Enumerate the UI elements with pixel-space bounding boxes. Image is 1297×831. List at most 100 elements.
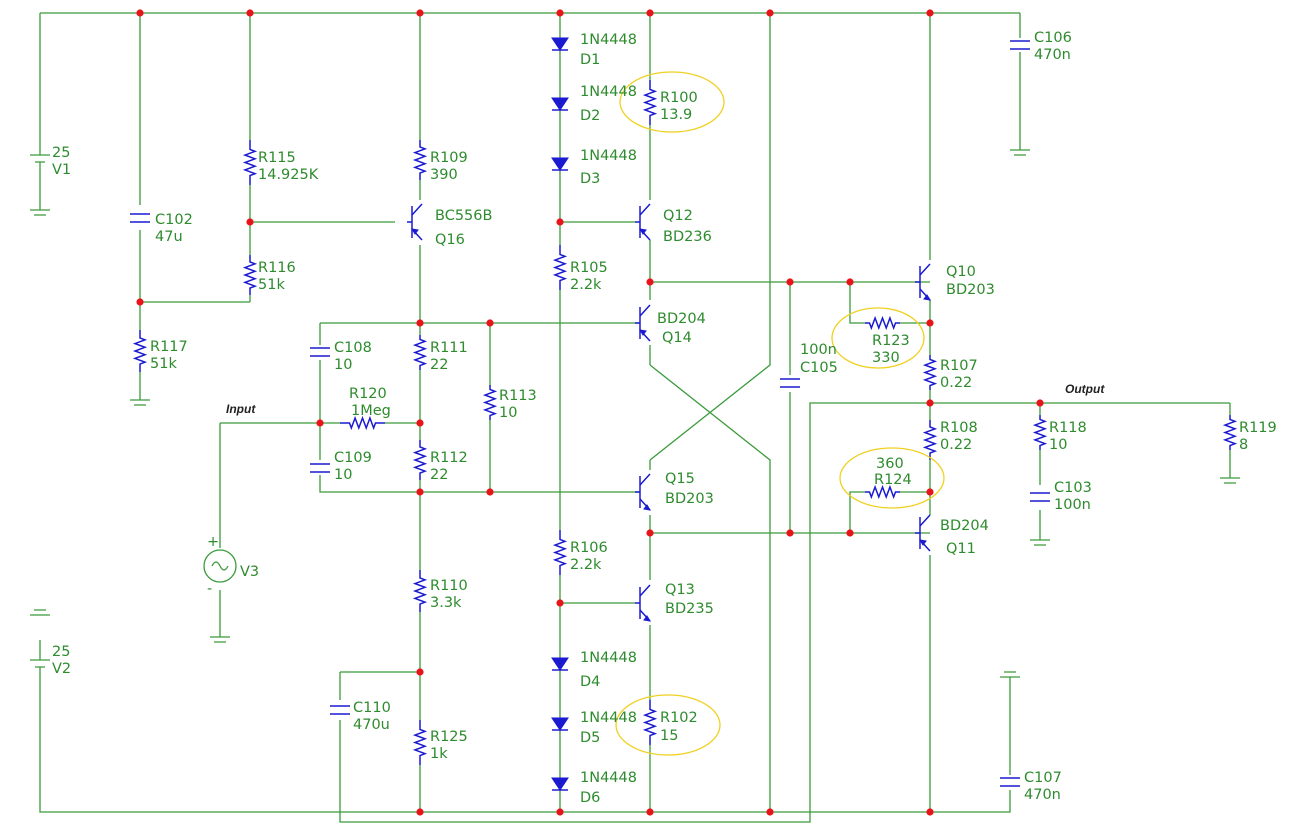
transistors [407,203,931,622]
c103-ref: C103 [1054,480,1092,496]
junction-dot [246,218,254,226]
c109-capacitor [310,463,330,473]
d6-diode [551,777,569,791]
r110-value: 3.3k [430,595,462,611]
r123-ref: R123 [872,333,910,349]
junction-dot [766,808,774,816]
d2-diode [551,97,569,111]
r108-ref: R108 [940,420,978,436]
v1-ref: V1 [52,162,71,178]
c106-value: 470n [1034,47,1071,63]
cross-wire-a [649,364,771,812]
junction-dot [786,529,794,537]
c105-capacitor [780,378,800,388]
r107-resistor [922,355,938,390]
r105-ref: R105 [570,260,608,276]
q11-value: BD204 [940,518,989,534]
r116-value: 51k [258,277,285,293]
junction-dot [646,808,654,816]
r125-ref: R125 [430,729,468,745]
v3-ref: V3 [240,564,259,580]
r123-wire [849,282,930,324]
r115-ref: R115 [258,150,296,166]
junction-dot [926,319,934,327]
r117-value: 51k [150,356,177,372]
d5-ref: D5 [580,730,600,746]
c102-value: 47u [155,229,183,245]
c110-value: 470u [353,717,390,733]
labels: 25 V1 25 V2 V3 + - C102 47u R115 14.925K… [52,30,1277,806]
r116-resistor [242,255,258,295]
junction-dot [416,319,424,327]
r115-value: 14.925K [258,167,319,183]
r123-value: 330 [872,350,900,366]
d1-value: 1N4448 [580,32,637,48]
c108-value: 10 [334,357,352,373]
r110-ref: R110 [430,578,468,594]
c108-capacitor [310,347,330,357]
r112-resistor [412,440,428,480]
c108-ref: C108 [334,340,372,356]
sources [30,130,237,690]
q16-value: BC556B [435,208,492,224]
r112-ref: R112 [430,450,468,466]
q15-transistor [635,473,651,511]
r120-ref: R120 [349,386,387,402]
c110-capacitor [330,705,350,715]
r111-ref: R111 [430,340,468,356]
d3-value: 1N4448 [580,148,637,164]
r118-ref: R118 [1049,420,1087,436]
junction-dot [416,9,424,17]
q10-ref: Q10 [946,264,976,280]
r100-value: 13.9 [660,107,692,123]
d3-ref: D3 [580,171,600,187]
v3-ground-symbol [210,636,230,643]
c105-ref: C105 [800,360,838,376]
v2-symbol [30,659,50,668]
q12-ref: Q12 [663,208,693,224]
r123-resistor [865,315,900,331]
r110-resistor [412,570,428,612]
v1-symbol [30,154,50,163]
r111-value: 22 [430,357,448,373]
d4-diode [551,657,569,671]
d4-value: 1N4448 [580,650,637,666]
junction-dot [556,808,564,816]
d1-ref: D1 [580,52,600,68]
junction-dot [416,419,424,427]
r113-value: 10 [499,405,517,421]
q10-transistor [915,263,931,301]
junction-dot [486,319,494,327]
junction-dot [556,599,564,607]
q10-value: BD203 [946,282,995,298]
c103-ground-symbol [1030,539,1050,546]
junction-dot [926,808,934,816]
c106-ref: C106 [1034,30,1072,46]
r112-value: 22 [430,467,448,483]
q11-transistor [915,514,931,552]
input-net-label: Input [226,402,256,416]
r105-value: 2.2k [570,277,602,293]
c107-ground-symbol [1000,671,1020,678]
r119-resistor [1222,415,1238,450]
c102-capacitor [130,213,150,223]
d3-diode [551,157,569,171]
junction-dot [416,488,424,496]
junctions [136,9,1044,816]
junction-dot [486,488,494,496]
r124-highlight [839,447,945,509]
bottom-rail-wire [39,690,930,813]
r124-ref: R124 [874,472,912,488]
c107-capacitor [1000,777,1020,787]
capacitors [130,40,1050,787]
q14-value: BD204 [657,311,706,327]
q12-value: BD236 [663,229,712,245]
d6-ref: D6 [580,790,600,806]
junction-dot [316,419,324,427]
d1-diode [551,37,569,51]
c109-ref: C109 [334,450,372,466]
v3-minus: - [207,581,212,597]
junction-dot [136,9,144,17]
junction-dot [246,9,254,17]
